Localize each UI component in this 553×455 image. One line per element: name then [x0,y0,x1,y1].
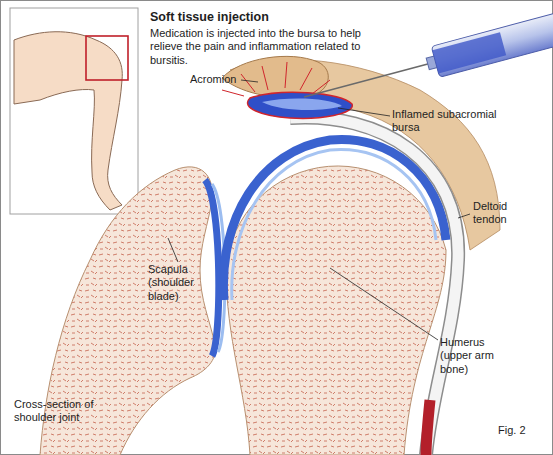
humeral-cartilage [223,139,446,300]
part-label: Humerus (upper arm bone) [440,336,515,376]
bursa-inner [262,99,342,111]
description-text: Medication is injected into the bursa to… [150,27,390,67]
figure-caption: Cross-section of shoulder joint [14,398,124,425]
inflammation-rays [222,62,330,96]
part-label: Deltoid tendon [473,200,543,227]
deltoid-tendon [290,117,458,455]
part-label: Inflamed subacromial bursa [392,108,497,135]
tendon-outline [290,117,458,455]
arm-figure [14,32,122,210]
inset-frame [10,8,138,214]
acromion-bone [222,56,328,97]
deltoid-muscle [426,400,430,455]
humerus-bone [226,166,446,455]
inset-highlight [86,36,128,80]
subacromial-bursa [248,92,353,118]
figure-number: Fig. 2 [498,424,548,437]
glenoid-cartilage [205,180,219,356]
part-label: Scapula (shoulder blade) [148,263,220,303]
humeral-cartilage-edge [232,150,436,300]
diagram-title: Soft tissue injection [150,10,400,25]
part-label: Acromion [190,73,250,86]
